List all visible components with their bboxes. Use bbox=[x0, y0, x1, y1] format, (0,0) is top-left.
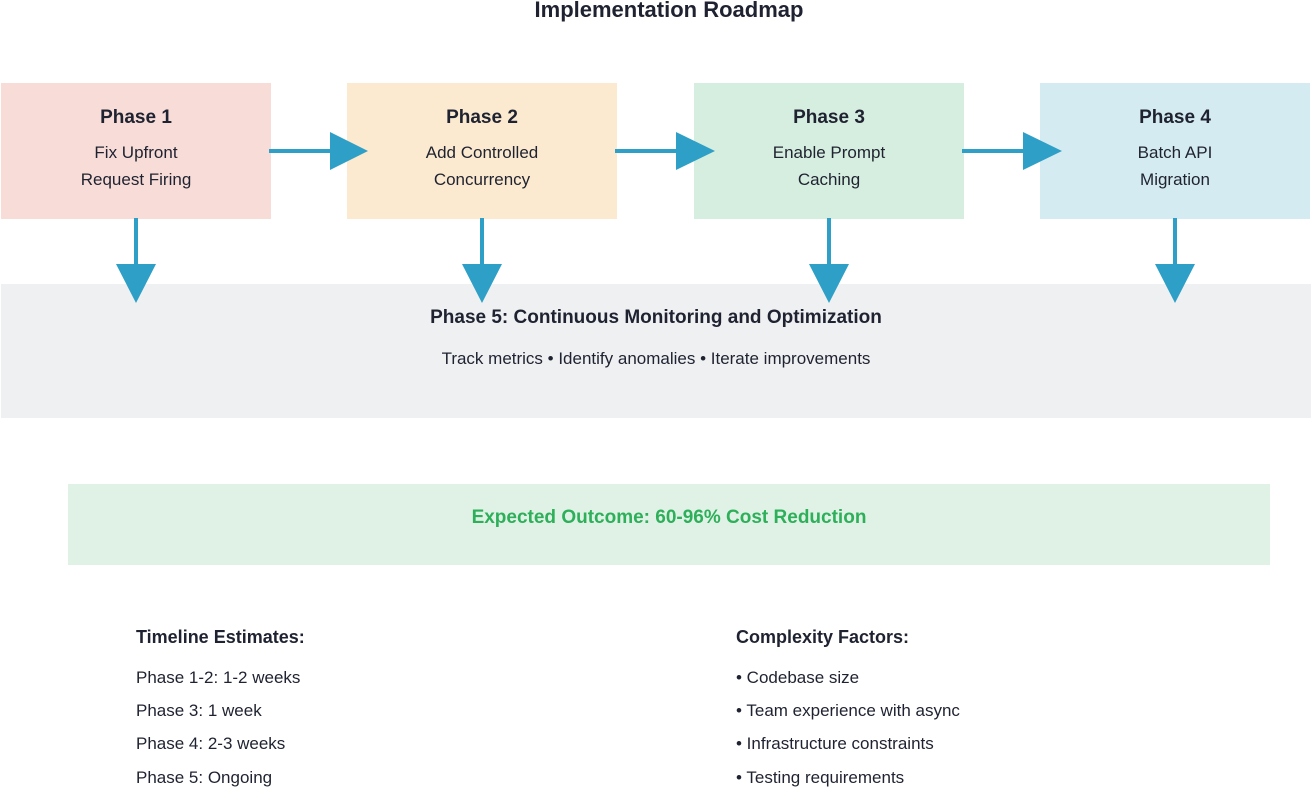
timeline-item: Phase 3: 1 week bbox=[136, 701, 262, 720]
phase-5-monitoring-box: Phase 5: Continuous Monitoring and Optim… bbox=[1, 284, 1311, 418]
timeline-item: Phase 1-2: 1-2 weeks bbox=[136, 668, 301, 687]
complexity-item: • Codebase size bbox=[736, 668, 860, 687]
phase-1-box: Phase 1 Fix Upfront Request Firing bbox=[1, 83, 271, 219]
expected-outcome-box: Expected Outcome: 60-96% Cost Reduction bbox=[68, 484, 1270, 565]
phase-5-subtitle: Track metrics • Identify anomalies • Ite… bbox=[441, 349, 871, 368]
phase-3-box: Phase 3 Enable Prompt Caching bbox=[694, 83, 964, 219]
phase-1-desc-line2: Request Firing bbox=[80, 170, 192, 189]
expected-outcome-text: Expected Outcome: 60-96% Cost Reduction bbox=[471, 507, 867, 528]
timeline-heading: Timeline Estimates: bbox=[136, 627, 305, 647]
phase-3-desc-line2: Caching bbox=[797, 170, 861, 189]
phase-4-desc-line2: Migration bbox=[1140, 170, 1210, 189]
phase-3-title: Phase 3 bbox=[793, 107, 865, 128]
phase-3-desc-line1: Enable Prompt bbox=[772, 143, 886, 162]
phase-4-title: Phase 4 bbox=[1139, 107, 1211, 128]
phase-2-box: Phase 2 Add Controlled Concurrency bbox=[347, 83, 617, 219]
timeline-item: Phase 4: 2-3 weeks bbox=[136, 734, 286, 753]
complexity-item: • Testing requirements bbox=[736, 768, 905, 787]
phase-1-desc-line1: Fix Upfront bbox=[94, 143, 178, 162]
phase-1-title: Phase 1 bbox=[100, 107, 172, 128]
diagram-title: Implementation Roadmap bbox=[534, 0, 804, 22]
timeline-item: Phase 5: Ongoing bbox=[136, 768, 273, 787]
phase-4-box: Phase 4 Batch API Migration bbox=[1040, 83, 1310, 219]
complexity-heading: Complexity Factors: bbox=[736, 627, 910, 647]
phase-2-title: Phase 2 bbox=[446, 107, 518, 128]
timeline-estimates-section: Timeline Estimates: Phase 1-2: 1-2 weeks… bbox=[136, 627, 536, 787]
phase-5-title: Phase 5: Continuous Monitoring and Optim… bbox=[430, 307, 882, 328]
complexity-item: • Infrastructure constraints bbox=[736, 734, 934, 753]
complexity-factors-section: Complexity Factors: • Codebase size • Te… bbox=[736, 627, 1136, 787]
phase-2-desc-line2: Concurrency bbox=[433, 170, 531, 189]
phase-2-desc-line1: Add Controlled bbox=[425, 143, 539, 162]
phase-4-desc-line1: Batch API bbox=[1137, 143, 1213, 162]
complexity-item: • Team experience with async bbox=[736, 701, 960, 720]
